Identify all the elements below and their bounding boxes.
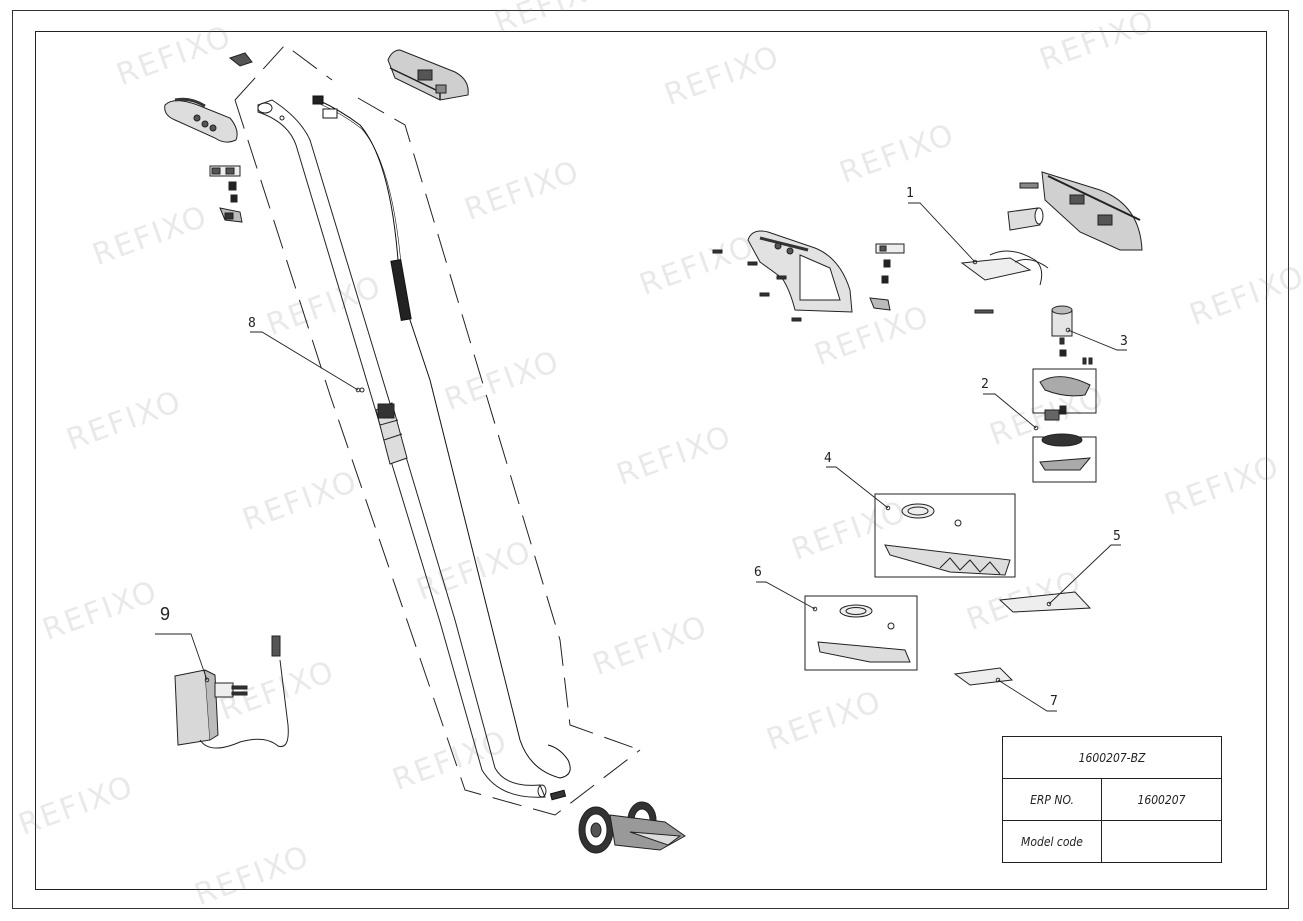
battery-charger xyxy=(174,635,289,749)
tube-lock-collar xyxy=(375,402,408,465)
callout-3: 3 xyxy=(1120,334,1128,349)
trigger-switch xyxy=(209,52,253,177)
callout-1: 1 xyxy=(906,186,914,201)
model-code-value xyxy=(1102,821,1221,863)
motor-housing-left-half xyxy=(747,230,853,313)
callout-5: 5 xyxy=(1113,529,1121,544)
screws-set xyxy=(712,249,802,322)
title-block: 1600207-BZ ERP NO. 1600207 Model code xyxy=(1002,736,1222,863)
motor-3 xyxy=(1051,305,1093,365)
title-block-row: 1600207-BZ xyxy=(1003,737,1221,779)
motor-housing-right-half xyxy=(1019,171,1143,251)
extension-cable xyxy=(312,95,571,801)
handle-housing-right-half xyxy=(387,49,469,101)
drawing-number: 1600207-BZ xyxy=(1078,750,1146,765)
callout-leaders xyxy=(155,202,1127,712)
callout-9: 9 xyxy=(160,604,171,624)
callout-2: 2 xyxy=(981,377,989,392)
callout-7: 7 xyxy=(1050,694,1058,709)
battery-pcb-1 xyxy=(960,250,1049,314)
erp-value: 1600207 xyxy=(1137,792,1186,807)
blade-set-6 xyxy=(804,595,918,671)
handle-grip-left-half xyxy=(164,97,238,143)
callout-6: 6 xyxy=(754,565,762,580)
drawing-inner-border xyxy=(35,31,1267,890)
wheel-head-assembly xyxy=(578,801,686,854)
battery-cell xyxy=(1007,207,1044,231)
blade-guard-7 xyxy=(953,667,1014,686)
callout-8: 8 xyxy=(248,316,256,331)
title-block-row: ERP NO. 1600207 xyxy=(1003,779,1221,821)
callout-4: 4 xyxy=(824,451,832,466)
blade-set-4 xyxy=(874,493,1016,578)
extension-tube xyxy=(257,99,547,798)
drawing-outer-border xyxy=(12,10,1289,909)
erp-label: ERP NO. xyxy=(1003,779,1102,820)
dashed-assembly-outline xyxy=(234,44,641,816)
blade-guard-5 xyxy=(998,591,1092,613)
model-code-label: Model code xyxy=(1003,821,1102,863)
switch-parts-right xyxy=(869,243,905,311)
springs xyxy=(228,181,238,203)
title-block-row: Model code xyxy=(1003,821,1221,863)
gearbox-2 xyxy=(1032,368,1097,483)
lock-button xyxy=(219,207,243,223)
